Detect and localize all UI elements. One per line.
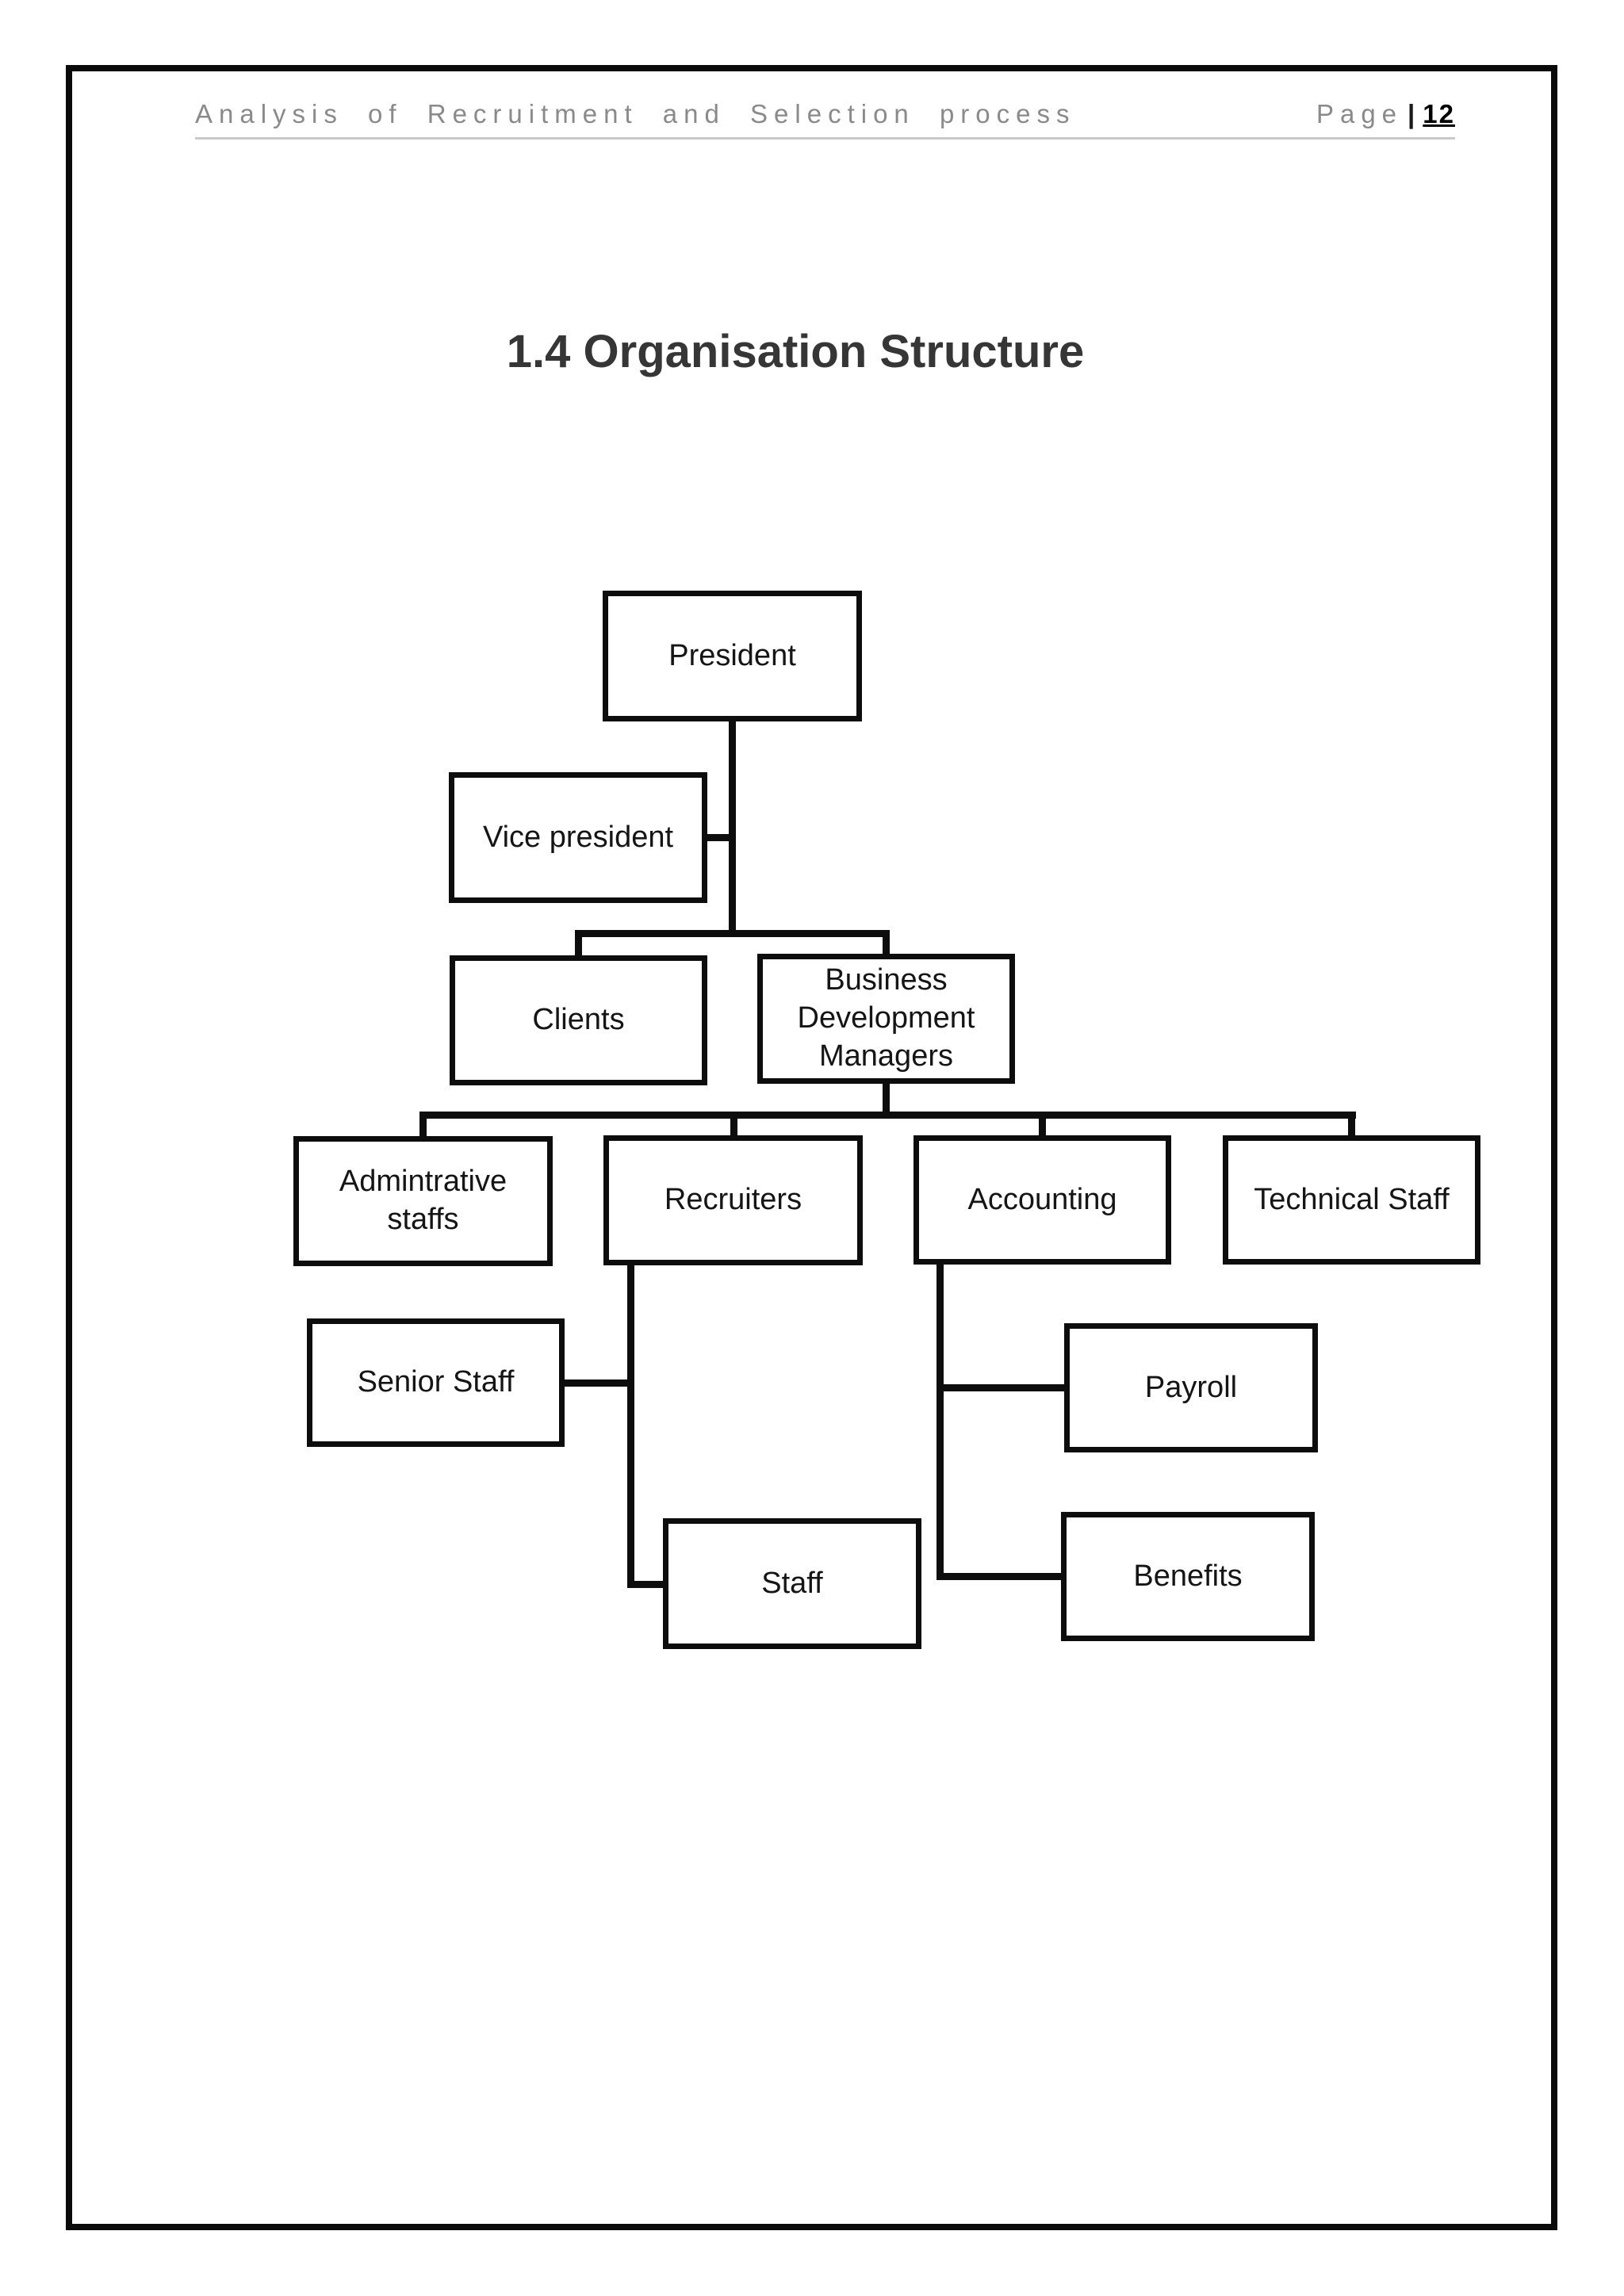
connector-segment-0 <box>729 718 736 937</box>
connector-segment-14 <box>936 1261 944 1580</box>
connector-segment-8 <box>730 1112 737 1142</box>
header-title: Analysis of Recruitment and Selection pr… <box>195 99 1076 128</box>
connector-segment-6 <box>419 1112 1356 1119</box>
section-title: 1.4 Organisation Structure <box>506 326 1085 377</box>
connector-segment-10 <box>1348 1112 1355 1142</box>
org-node-technical-staff: Technical Staff <box>1223 1135 1480 1265</box>
org-node-clients: Clients <box>450 955 707 1085</box>
connector-segment-13 <box>627 1581 667 1588</box>
connector-segment-4 <box>883 930 890 960</box>
connector-segment-9 <box>1039 1112 1046 1142</box>
connector-segment-11 <box>627 1261 634 1588</box>
connector-segment-1 <box>703 834 736 841</box>
org-node-vice-president: Vice president <box>449 772 707 903</box>
page-number: 12 <box>1423 99 1455 128</box>
org-node-president: President <box>603 591 862 721</box>
org-node-business-development-managers: Business Development Managers <box>757 954 1015 1084</box>
org-node-staff: Staff <box>663 1518 921 1649</box>
connector-segment-15 <box>936 1384 1068 1391</box>
page-label: Page <box>1316 99 1404 128</box>
connector-segment-2 <box>575 930 890 937</box>
org-node-senior-staff: Senior Staff <box>307 1318 565 1447</box>
connector-segment-3 <box>575 930 582 962</box>
org-node-payroll: Payroll <box>1064 1323 1318 1452</box>
connector-segment-16 <box>936 1573 1065 1580</box>
connector-segment-5 <box>883 1080 890 1119</box>
org-node-admintrative-staffs: Admintrative staffs <box>293 1136 553 1266</box>
connector-segment-12 <box>560 1380 631 1387</box>
org-node-benefits: Benefits <box>1061 1512 1315 1641</box>
org-node-accounting: Accounting <box>914 1135 1171 1265</box>
org-node-recruiters: Recruiters <box>603 1135 863 1265</box>
connector-segment-7 <box>419 1112 427 1142</box>
page-separator: | <box>1408 99 1415 128</box>
header-page-info: Page | 12 <box>1316 99 1455 129</box>
page-header: Analysis of Recruitment and Selection pr… <box>195 89 1455 140</box>
